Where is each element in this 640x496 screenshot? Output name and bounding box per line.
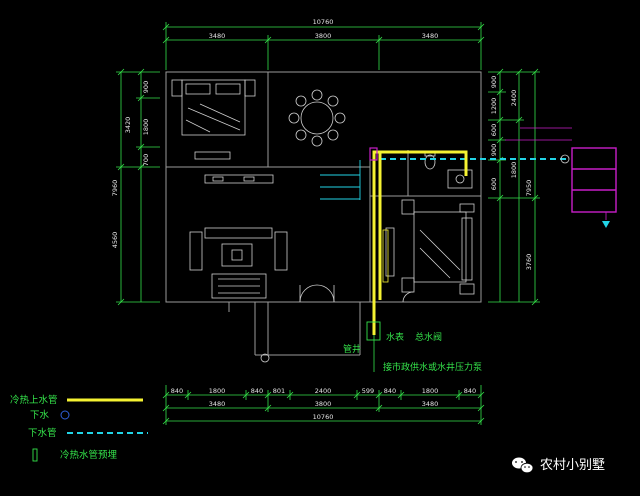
dim-bottom-mid-1: 3480 <box>209 400 226 408</box>
legend-supply-label: 冷热上水管 <box>10 394 58 406</box>
dim-right-inner-4: 900 <box>490 144 498 156</box>
dim-right-inner-6: 600 <box>490 178 498 190</box>
dim-left-inner-4: 700 <box>142 154 150 166</box>
dim-bottom-9: 840 <box>464 387 476 395</box>
label-pump: 接市政供水或水井压力泵 <box>383 361 482 373</box>
dim-bottom-2: 1800 <box>209 387 226 395</box>
dim-right-inner-1: 900 <box>490 76 498 88</box>
dim-left-outer-2: 4560 <box>111 232 119 249</box>
drain-outlet-icon <box>560 154 570 164</box>
dim-bottom-7: 840 <box>384 387 396 395</box>
dim-bottom-3: 840 <box>251 387 263 395</box>
sofa-set <box>189 227 288 299</box>
dim-right-inner-5: 1800 <box>510 162 518 179</box>
brand-text: 农村小别墅 <box>540 458 605 473</box>
dim-right-outer-1: 2400 <box>510 90 518 107</box>
dim-right-outer-3: 3760 <box>525 254 533 271</box>
dim-left-inner-3: 1800 <box>142 119 150 136</box>
bed-bottom-right <box>385 199 475 295</box>
wechat-icon <box>512 457 534 474</box>
dim-right-inner-3: 600 <box>490 124 498 136</box>
dim-left-inner-2: 3420 <box>124 117 132 134</box>
top-dimension-lines <box>162 22 485 70</box>
dim-bottom-1: 840 <box>171 387 183 395</box>
bed-top-left <box>171 79 256 160</box>
walls <box>165 71 482 356</box>
kitchen-cabinet <box>204 174 274 184</box>
dim-top-3: 3480 <box>422 32 439 40</box>
drain-branches <box>320 160 361 200</box>
label-meter: 水表 <box>386 331 404 343</box>
dim-top-total: 10760 <box>313 18 334 26</box>
bottom-dimension-lines <box>162 385 485 425</box>
dim-bottom-4: 801 <box>273 387 285 395</box>
entrance-doors <box>260 284 414 363</box>
leader-lines <box>505 127 607 220</box>
supply-riser-box <box>382 229 389 283</box>
dim-top-1: 3480 <box>209 32 226 40</box>
dim-right-inner-2: 1200 <box>490 98 498 115</box>
dim-bottom-total: 10760 <box>313 413 334 421</box>
dim-bottom-8: 1800 <box>422 387 439 395</box>
legend-drain-label: 下水 <box>30 409 50 421</box>
dining-table <box>288 89 346 147</box>
well-box <box>366 321 381 341</box>
label-main-valve: 总水阀 <box>415 331 442 343</box>
label-well: 管井 <box>343 343 361 355</box>
legend-embed-label: 冷热水管预埋 <box>60 449 118 461</box>
dim-right-outer-2: 7950 <box>525 180 533 197</box>
dim-bottom-5: 2400 <box>315 387 332 395</box>
legend-drain-icon <box>60 410 70 420</box>
dim-bottom-mid-2: 3800 <box>315 400 332 408</box>
dim-bottom-6: 599 <box>362 387 374 395</box>
left-dimension-lines <box>116 68 160 306</box>
right-dimension-lines <box>488 68 540 306</box>
drain-arrow-icon <box>602 221 610 228</box>
legend-drain-pipe-label: 下水管 <box>28 427 57 439</box>
supply-pipe <box>372 150 468 335</box>
legend-embed-icon <box>32 448 38 462</box>
dim-left-inner-1: 900 <box>142 81 150 93</box>
dim-bottom-mid-3: 3480 <box>422 400 439 408</box>
external-box <box>571 147 617 213</box>
pipe-junction <box>369 147 378 161</box>
dim-top-2: 3800 <box>315 32 332 40</box>
dim-left-outer-1: 7960 <box>111 180 119 197</box>
